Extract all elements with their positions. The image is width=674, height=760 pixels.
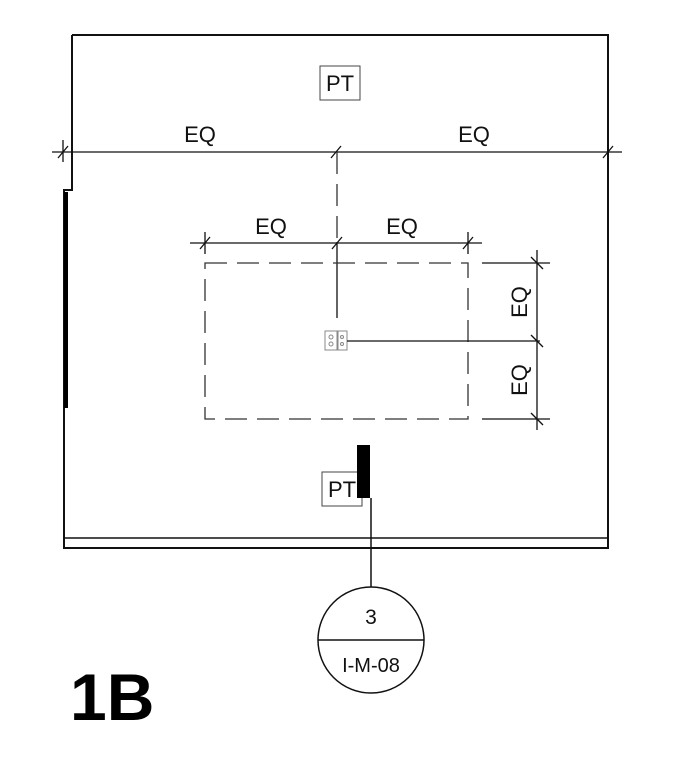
section-cut-marker xyxy=(357,445,370,498)
finish-tag-top: PT xyxy=(326,71,354,96)
top-dimension-left-label: EQ xyxy=(184,122,216,147)
side-dim-tick-top xyxy=(530,256,544,270)
outlet-box-right xyxy=(337,330,348,351)
wall-outline-path xyxy=(63,34,609,549)
wall-outline xyxy=(63,34,609,549)
mid-dimension xyxy=(190,232,482,254)
section-number: 3 xyxy=(365,606,377,629)
side-dimension-lower-label: EQ xyxy=(507,364,532,396)
side-dim-tick-mid xyxy=(530,334,544,348)
finish-tag-bottom-box xyxy=(321,471,363,507)
section-sheet: I-M-08 xyxy=(342,655,400,677)
outlet-dot-2 xyxy=(328,341,334,347)
side-dim-tick-bottom xyxy=(530,412,544,426)
finish-tag-top-box xyxy=(319,65,361,101)
finish-tag-bottom: PT xyxy=(328,477,356,502)
top-dimension-right-label: EQ xyxy=(458,122,490,147)
outlet-dot-1 xyxy=(328,334,334,340)
side-dimension xyxy=(482,250,550,430)
mid-dimension-right-label: EQ xyxy=(386,214,418,239)
outlet-icon xyxy=(324,330,348,351)
side-dimension-upper-label: EQ xyxy=(507,286,532,318)
mid-dim-tick-mid xyxy=(331,236,343,250)
outlet-dot-3 xyxy=(340,335,344,339)
top-dim-tick-mid xyxy=(330,145,342,159)
mid-dimension-left-label: EQ xyxy=(255,214,287,239)
view-label: 1B xyxy=(70,660,154,734)
outlet-dot-4 xyxy=(340,342,344,346)
outlet-box xyxy=(324,330,338,351)
section-callout: 3 I-M-08 xyxy=(317,586,425,694)
